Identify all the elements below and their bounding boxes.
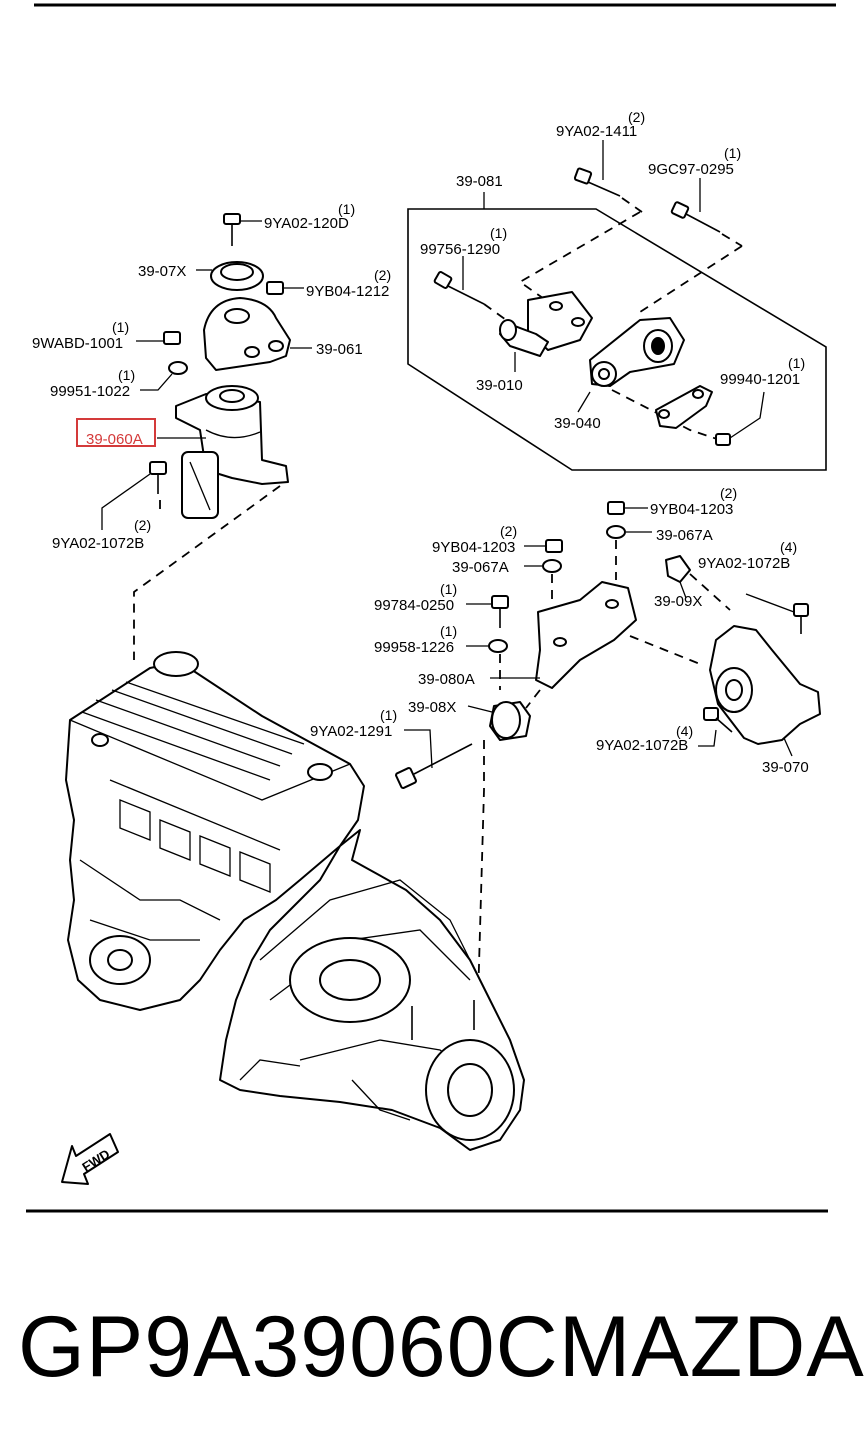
bolt-99756-1290 [433, 256, 485, 305]
callout-qty-9YB04-1212: (2) [374, 267, 391, 283]
callout-qty-9YA02-1072B-bottom: (4) [676, 723, 693, 739]
part-39-070-mount [709, 625, 821, 757]
callout-39-067A-mid: 39-067A [452, 559, 509, 576]
nut-9YB04-1203-mid [524, 539, 563, 553]
callout-qty-9YA02-1291: (1) [380, 707, 397, 723]
callout-39-080A: 39-080A [418, 671, 475, 688]
callout-qty-9YA02-1072B-right: (4) [780, 539, 797, 555]
callout-qty-9YB04-1203-mid: (2) [500, 523, 517, 539]
callout-9YB04-1212: 9YB04-1212 [306, 283, 389, 300]
callout-9YB04-1203-mid: 9YB04-1203 [432, 539, 515, 556]
part-39-07X-cap [196, 261, 264, 291]
callout-39-067A-top: 39-067A [656, 527, 713, 544]
callout-99940-1201: 99940-1201 [720, 371, 800, 388]
brand-name: MAZDA [558, 1298, 864, 1395]
engine-transmission-assembly [65, 651, 525, 1151]
part-39-060A-engine-mount [157, 385, 289, 519]
part-39-061-upper-bracket [203, 297, 312, 371]
callout-99958-1226: 99958-1226 [374, 639, 454, 656]
callout-9YA02-120D: 9YA02-120D [264, 215, 349, 232]
part-39-010-bracket [499, 291, 593, 372]
callout-9YA02-1072B-bottom: 9YA02-1072B [596, 737, 688, 754]
callout-9YA02-1291: 9YA02-1291 [310, 723, 392, 740]
callout-99784-0250: 99784-0250 [374, 597, 454, 614]
washer-39-067A-top [606, 525, 652, 539]
nut-9YB04-1212 [266, 281, 304, 295]
callout-39-09X: 39-09X [654, 593, 702, 610]
callout-qty-9YA02-1072B-left: (2) [134, 517, 151, 533]
callout-39-081: 39-081 [456, 173, 503, 190]
callout-9GC97-0295: 9GC97-0295 [648, 161, 734, 178]
part-39-09X-clip [665, 555, 691, 599]
group-box-39-081 [407, 208, 827, 471]
callout-39-040: 39-040 [554, 415, 601, 432]
engine-mount-exploded-diagram: FWD 9YA02-1411(2)9GC97-0295(1)39-0819YA0… [26, 3, 836, 1213]
callout-9YA02-1072B-right: 9YA02-1072B [698, 555, 790, 572]
callout-39-070: 39-070 [762, 759, 809, 776]
highlight-box-39-060A [76, 418, 156, 447]
callout-39-08X: 39-08X [408, 699, 456, 716]
callout-39-061: 39-061 [316, 341, 363, 358]
nut-9WABD-1001 [136, 331, 181, 345]
callout-99756-1290: 99756-1290 [420, 241, 500, 258]
callout-qty-99784-0250: (1) [440, 581, 457, 597]
callout-39-010: 39-010 [476, 377, 523, 394]
callout-qty-99756-1290: (1) [490, 225, 507, 241]
callout-9WABD-1001: 9WABD-1001 [32, 335, 123, 352]
callout-99951-1022: 99951-1022 [50, 383, 130, 400]
callout-qty-9WABD-1001: (1) [112, 319, 129, 335]
callout-9YA02-1072B-left: 9YA02-1072B [52, 535, 144, 552]
part-99940-1201-bracket [655, 385, 765, 446]
callout-qty-9YA02-1411: (2) [628, 109, 645, 125]
washer-39-067A-mid [524, 559, 562, 573]
bolt-9YA02-1072B-right [745, 593, 809, 634]
callout-qty-99951-1022: (1) [118, 367, 135, 383]
part-39-040-torque-rod [577, 317, 685, 413]
washer-99958-1226 [466, 639, 508, 653]
bolt-9YA02-1072B-bottom [698, 707, 733, 747]
part-39-080A-bracket [490, 581, 637, 689]
callout-qty-9YB04-1203-top: (2) [720, 485, 737, 501]
footer: GP9A39060C MAZDA [18, 1292, 864, 1402]
callout-9YA02-1411: 9YA02-1411 [556, 123, 637, 140]
callout-qty-9GC97-0295: (1) [724, 145, 741, 161]
part-39-08X-bushing [467, 701, 531, 741]
fwd-arrow-icon: FWD [61, 1133, 119, 1185]
bolt-99784-0250 [466, 595, 509, 628]
callout-qty-99940-1201: (1) [788, 355, 805, 371]
bolt-9YA02-1291 [395, 729, 473, 789]
bolt-9GC97-0295 [670, 178, 743, 247]
nut-9YB04-1203-top [607, 501, 648, 515]
callout-qty-99958-1226: (1) [440, 623, 457, 639]
bolt-9YA02-1072B-left [101, 461, 167, 530]
callout-9YB04-1203-top: 9YB04-1203 [650, 501, 733, 518]
callout-39-07X: 39-07X [138, 263, 186, 280]
bolt-9YA02-120D [223, 213, 262, 246]
callout-39-060A: 39-060A [86, 431, 143, 448]
callout-labels: 9YA02-1411(2)9GC97-0295(1)39-0819YA02-12… [32, 109, 809, 776]
callout-qty-9YA02-120D: (1) [338, 201, 355, 217]
bolt-9YA02-1411 [573, 140, 643, 213]
part-number: GP9A39060C [18, 1298, 559, 1395]
washer-99951-1022 [140, 361, 188, 391]
